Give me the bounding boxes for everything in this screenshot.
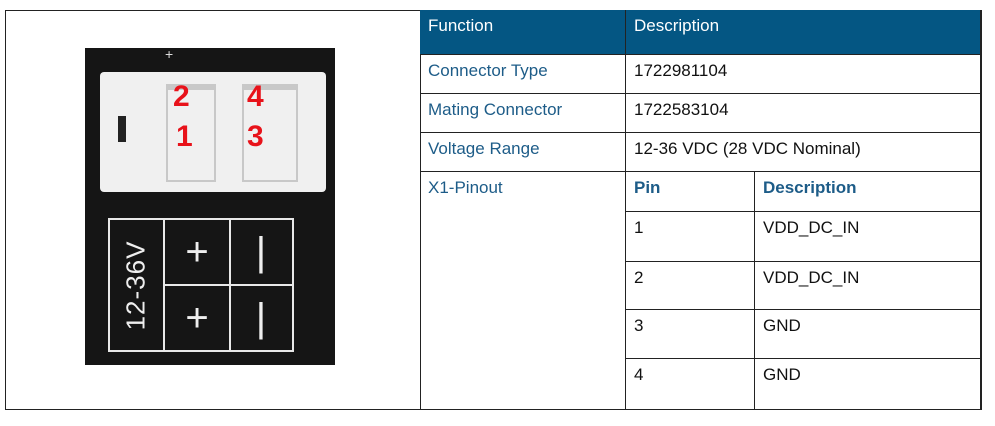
function-cell: Mating Connector [420,94,626,133]
description-cell: 12-36 VDC (28 VDC Nominal) [626,133,981,172]
voltage-silkscreen-label: 12-36V [120,240,151,330]
connector-housing [100,72,326,192]
description-cell: 1722981104 [626,55,981,94]
pin-description-cell: GND [755,310,981,359]
minus-symbol: | [255,230,267,274]
connector-image-cell [5,10,421,410]
function-cell: Voltage Range [420,133,626,172]
plus-symbol: + [185,230,209,274]
voltage-silkscreen-grid [108,218,294,352]
pin-description-cell: VDD_DC_IN [755,212,981,262]
pinout-label: X1-Pinout [420,172,626,410]
pin-number-3: 3 [247,120,264,153]
pin-description-cell: GND [755,359,981,410]
minus-symbol: | [255,296,267,340]
pin-cell: 4 [626,359,755,410]
plus-symbol: + [185,296,209,340]
pin-number-2: 2 [173,80,190,113]
pin-cell: 1 [626,212,755,262]
pin-number-4: 4 [247,80,264,113]
silkscreen-plus: + [165,46,174,62]
pin-description-cell: VDD_DC_IN [755,262,981,310]
description-cell: 1722583104 [626,94,981,133]
function-cell: Connector Type [420,55,626,94]
pin-cell: 3 [626,310,755,359]
header-description: Description [626,10,981,55]
pin-header: Pin [626,172,755,212]
pin-number-1: 1 [176,120,193,153]
pin-cell: 2 [626,262,755,310]
pin-description-header: Description [755,172,981,212]
header-function: Function [420,10,626,55]
